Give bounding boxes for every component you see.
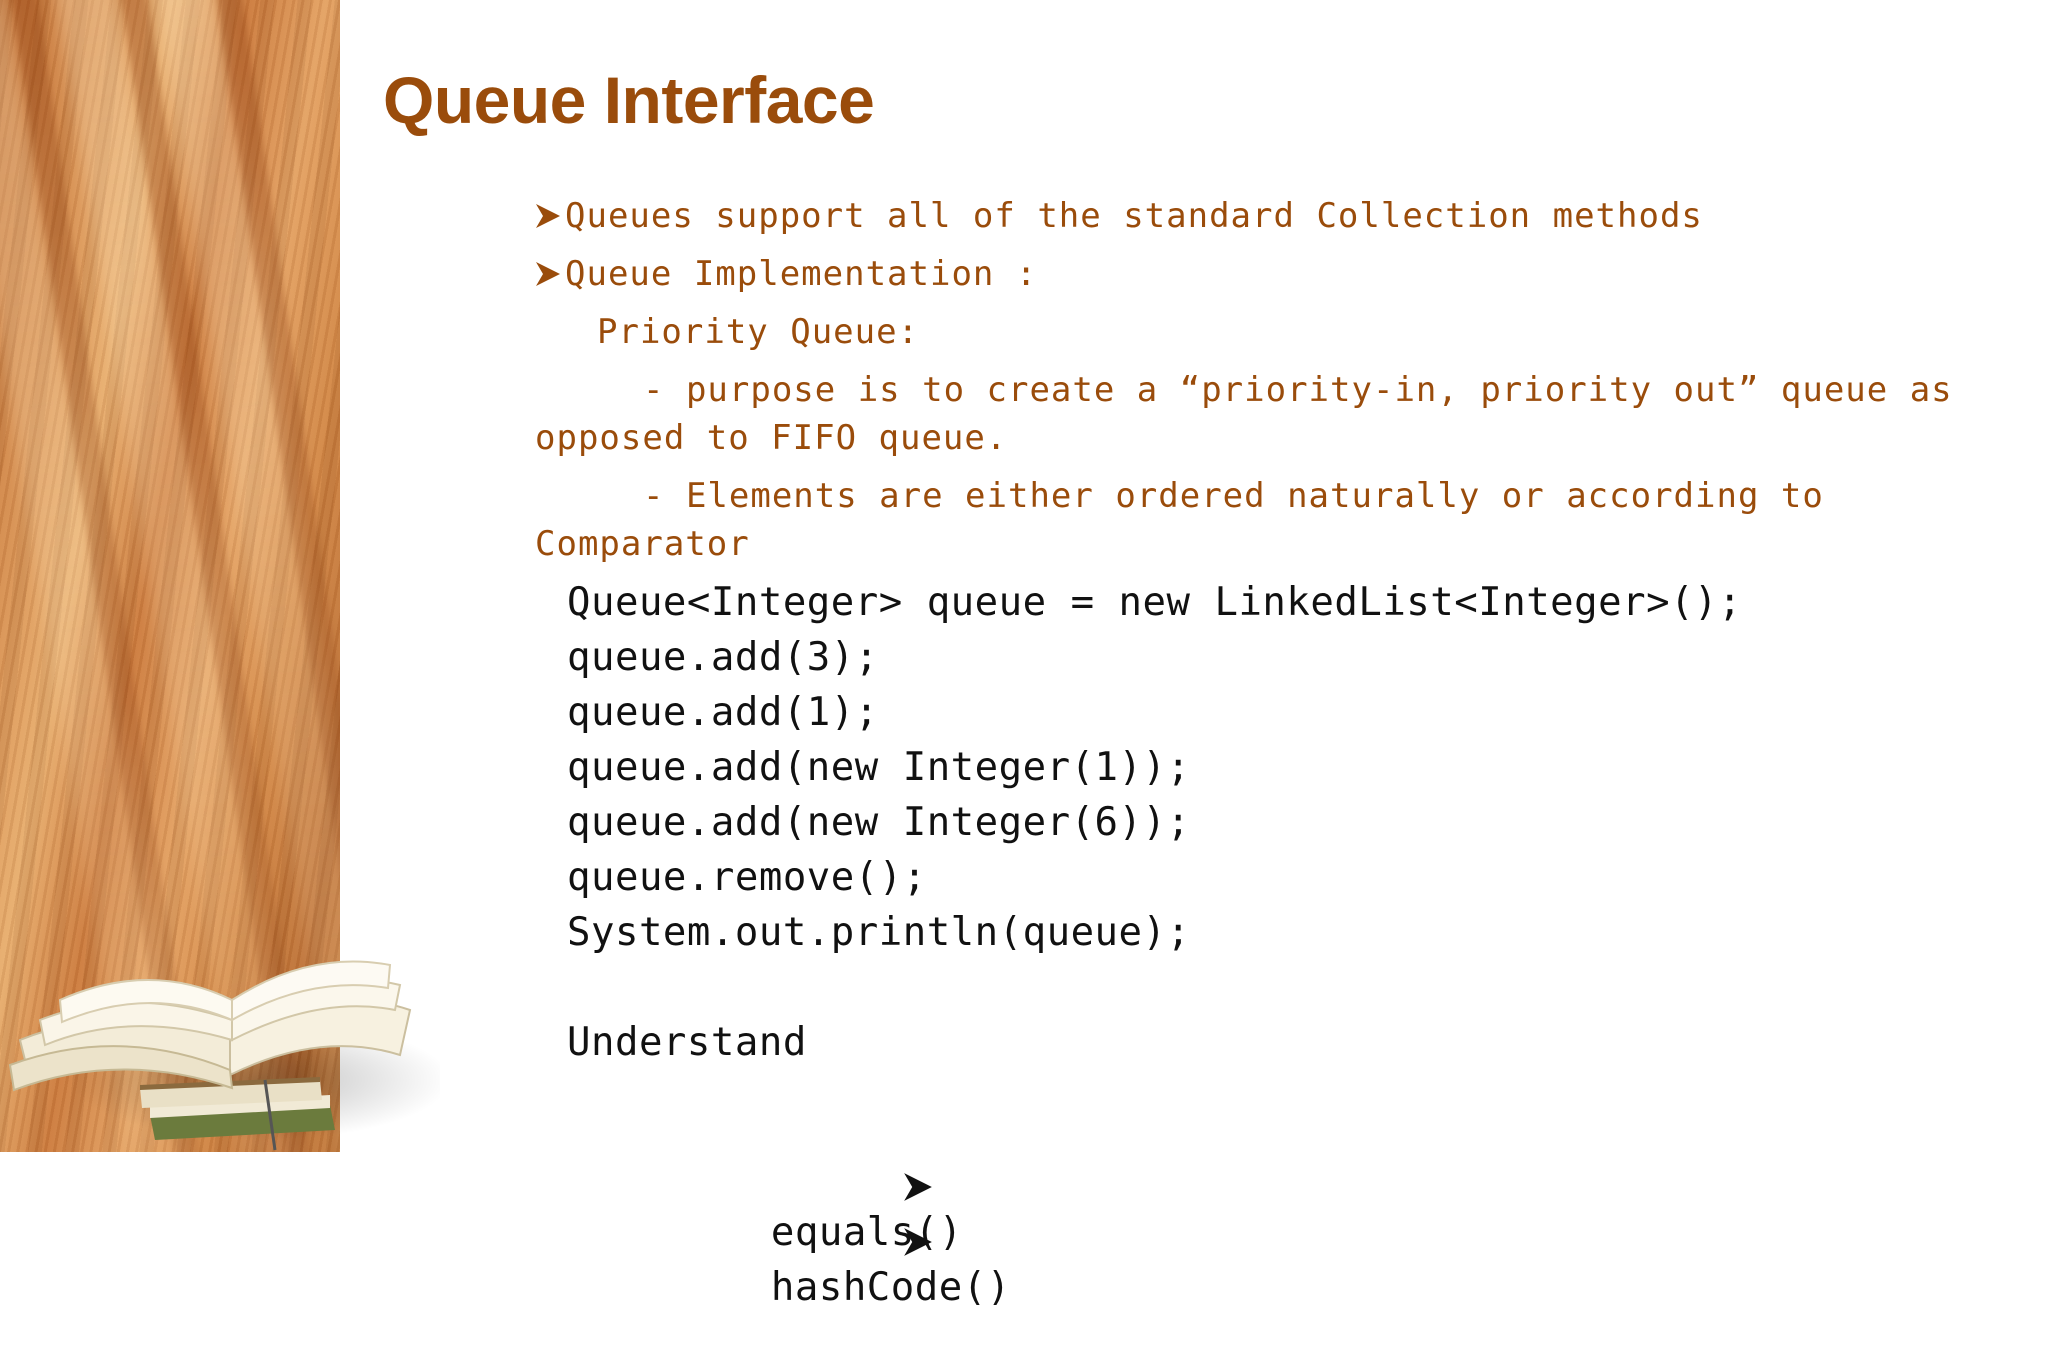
code-line: Queue<Integer> queue = new LinkedList<In… [567, 580, 1743, 625]
point-line: - purpose is to create a “priority-in, p… [643, 370, 1953, 410]
point-line: Comparator [535, 524, 750, 564]
arrow-bullet-icon [535, 196, 565, 236]
code-line: System.out.println(queue); [567, 910, 1191, 955]
point-line: - Elements are either ordered naturally … [643, 476, 1824, 516]
code-line: queue.add(1); [567, 690, 879, 735]
code-line: queue.remove(); [567, 855, 927, 900]
code-line: queue.add(3); [567, 635, 879, 680]
slide-title: Queue Interface [383, 63, 875, 137]
code-line: queue.add(new Integer(1)); [567, 745, 1191, 790]
sub-heading: Priority Queue: [597, 312, 920, 352]
understand-label: Understand [567, 1020, 807, 1065]
bullet-item: Queue Implementation : [535, 254, 1037, 294]
arrow-bullet-icon [535, 254, 565, 294]
understand-item: hashCode() [567, 1130, 1011, 1355]
books-illustration [8, 960, 440, 1151]
wood-background-panel [0, 0, 340, 1152]
code-line: queue.add(new Integer(6)); [567, 800, 1191, 845]
point-line: opposed to FIFO queue. [535, 418, 1008, 458]
arrow-bullet-icon [711, 1175, 932, 1310]
bullet-item: Queues support all of the standard Colle… [535, 196, 1703, 236]
